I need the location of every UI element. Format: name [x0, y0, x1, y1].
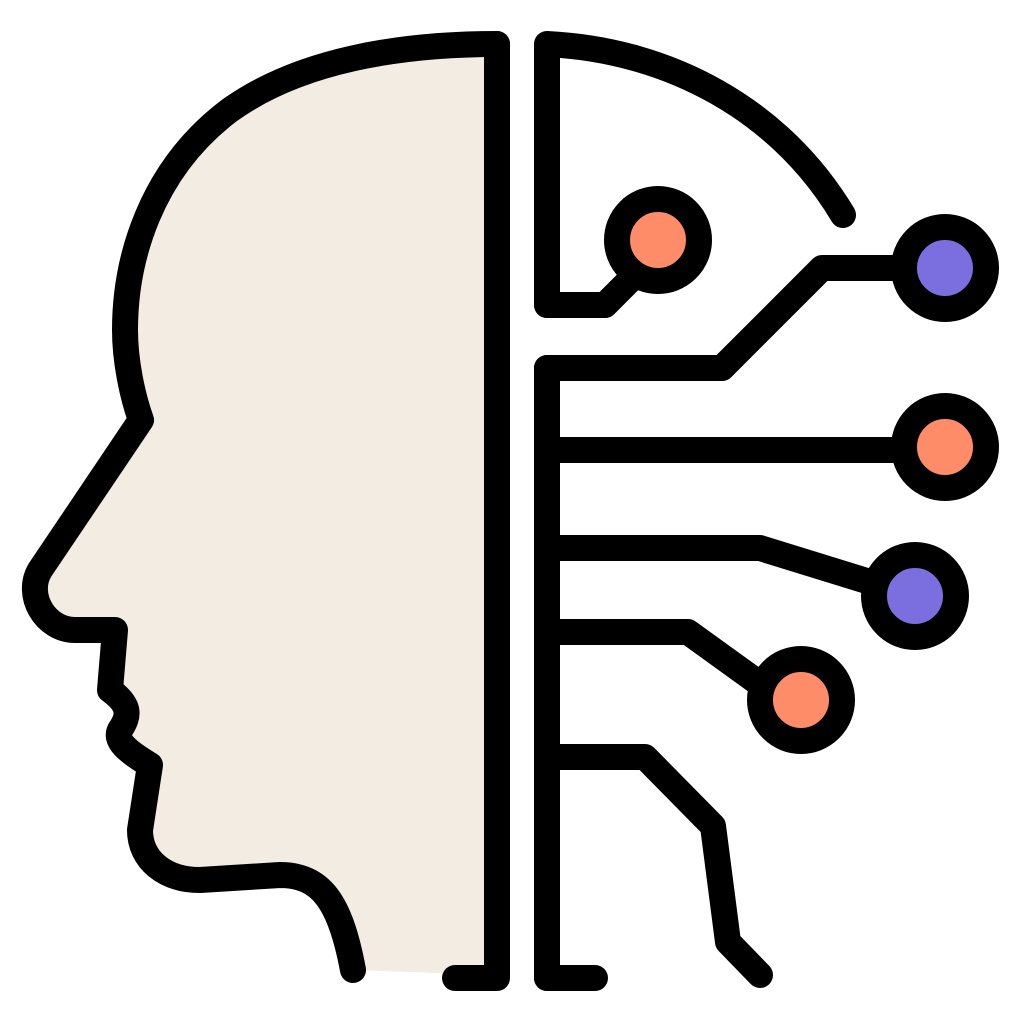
face-fill	[34, 44, 498, 975]
skull-arc	[534, 31, 856, 318]
trace-3	[534, 535, 883, 595]
face-outline	[22, 31, 510, 983]
node-4-orange	[747, 646, 855, 754]
trace-5	[534, 744, 773, 988]
node-3-purple	[861, 542, 969, 650]
top-node-trace	[534, 262, 648, 318]
trace-1	[534, 255, 913, 381]
node-2-orange	[891, 393, 999, 501]
circuit-half	[534, 31, 913, 991]
face-profile	[22, 31, 510, 991]
circuit-nodes	[604, 186, 999, 754]
trace-4	[534, 619, 773, 697]
node-top-orange	[604, 186, 712, 294]
node-1-purple	[891, 214, 999, 322]
